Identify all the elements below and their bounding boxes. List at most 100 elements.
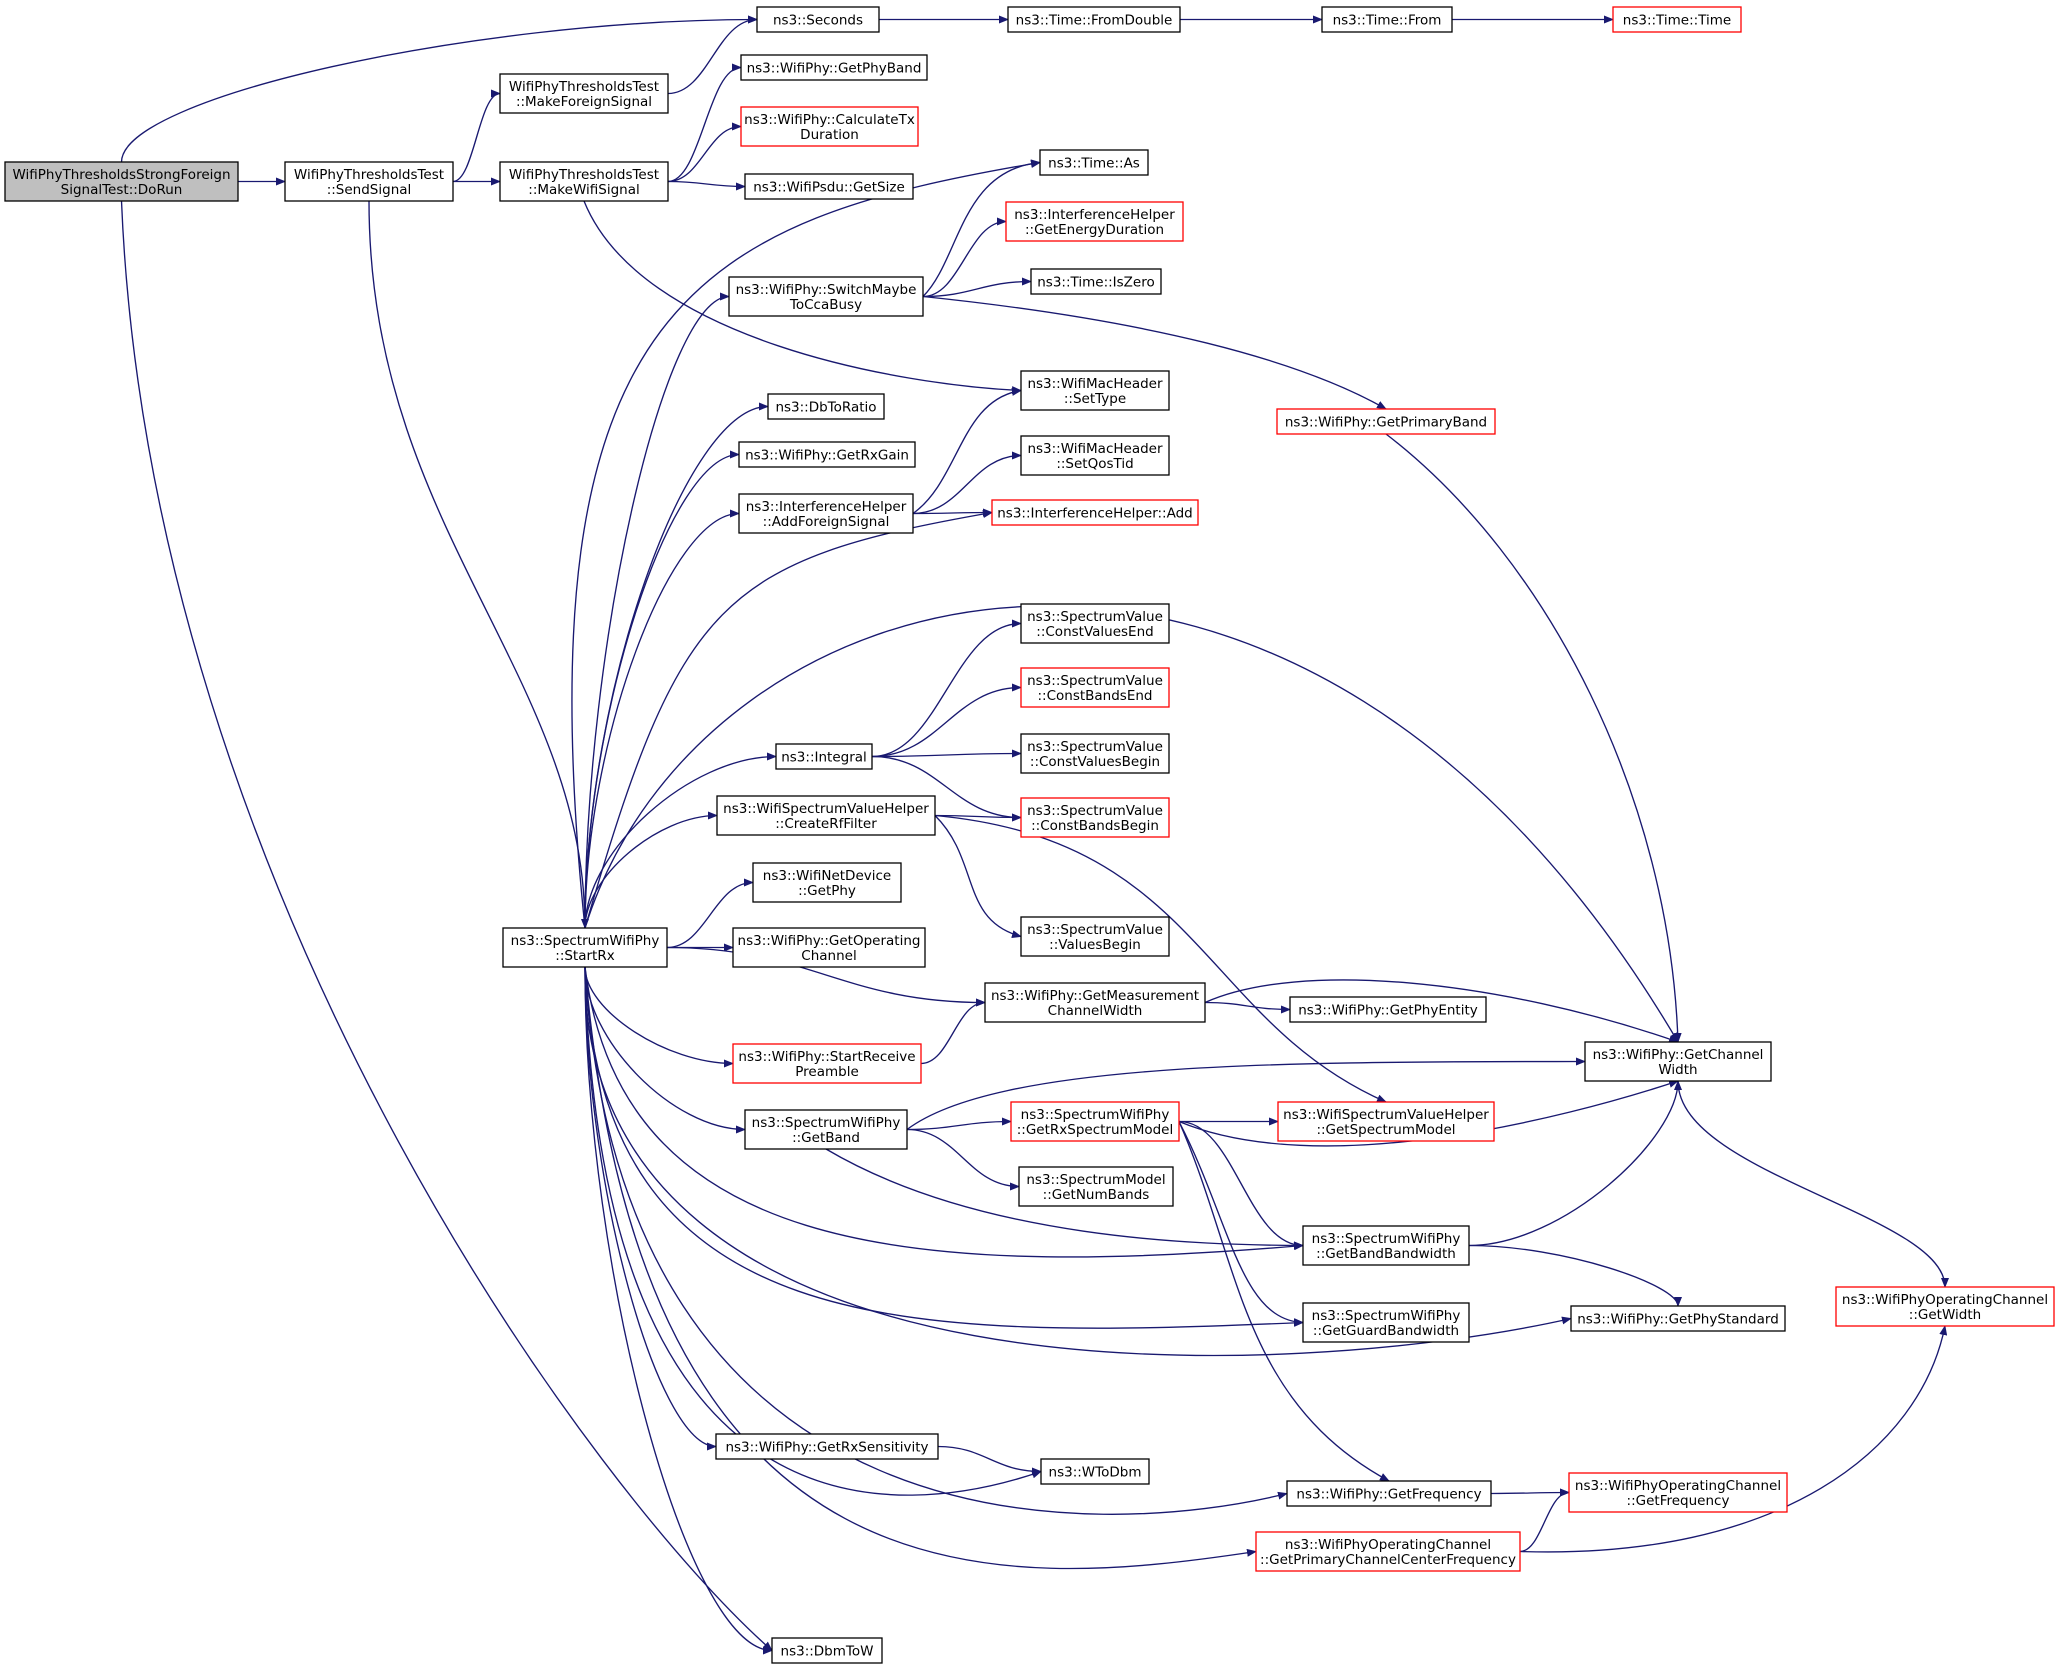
node-bandBw[interactable]: ns3::SpectrumWifiPhy::GetBandBandwidth xyxy=(1302,1225,1470,1266)
node-startRx[interactable]: ns3::SpectrumWifiPhy::StartRx xyxy=(502,927,668,968)
node-getEnergyDur[interactable]: ns3::InterferenceHelper::GetEnergyDurati… xyxy=(1005,201,1184,242)
edge-measWidth-to-phyEntity xyxy=(1204,1001,1291,1014)
node-label: Duration xyxy=(800,127,859,143)
node-setQos[interactable]: ns3::WifiMacHeader::SetQosTid xyxy=(1020,435,1170,476)
node-wToDbm[interactable]: ns3::WToDbm xyxy=(1040,1458,1150,1485)
node-label: ns3::WifiSpectrumValueHelper xyxy=(1283,1107,1489,1123)
node-opWidth[interactable]: ns3::WifiPhyOperatingChannel::GetWidth xyxy=(1835,1286,2055,1327)
node-opFreq[interactable]: ns3::WifiPhyOperatingChannel::GetFrequen… xyxy=(1568,1472,1788,1513)
edge-startRx-to-rxSens xyxy=(584,966,717,1451)
node-numBands[interactable]: ns3::SpectrumModel::GetNumBands xyxy=(1018,1166,1174,1207)
node-label: ::MakeForeignSignal xyxy=(516,94,652,110)
node-seconds[interactable]: ns3::Seconds xyxy=(756,6,880,33)
node-cbBegin[interactable]: ns3::SpectrumValue::ConstBandsBegin xyxy=(1020,797,1170,838)
edge-getBand-to-rxSpecModel xyxy=(906,1117,1012,1131)
edge-makeWifi-to-getPhyBand xyxy=(667,63,742,183)
node-label: ns3::WifiMacHeader xyxy=(1027,376,1163,392)
node-label: ns3::Seconds xyxy=(773,13,863,29)
node-phyEntity[interactable]: ns3::WifiPhy::GetPhyEntity xyxy=(1289,996,1487,1023)
node-guardBw[interactable]: ns3::SpectrumWifiPhy::GetGuardBandwidth xyxy=(1302,1302,1470,1343)
node-rxSens[interactable]: ns3::WifiPhy::GetRxSensitivity xyxy=(715,1433,939,1460)
node-label: WifiPhyThresholdsTest xyxy=(294,167,444,183)
node-addForeign[interactable]: ns3::InterferenceHelper::AddForeignSigna… xyxy=(738,493,914,534)
node-getSpecModel[interactable]: ns3::WifiSpectrumValueHelper::GetSpectru… xyxy=(1277,1101,1495,1142)
node-rxGain[interactable]: ns3::WifiPhy::GetRxGain xyxy=(738,441,916,468)
edge-startRx-to-measWidth xyxy=(666,946,986,1007)
node-getFreq[interactable]: ns3::WifiPhy::GetFrequency xyxy=(1286,1480,1492,1507)
edge-addForeign-to-setQos xyxy=(912,451,1022,515)
node-timeFrom[interactable]: ns3::Time::From xyxy=(1321,6,1453,33)
node-label: ns3::WifiPhy::GetPrimaryBand xyxy=(1285,415,1487,431)
node-label: Preamble xyxy=(795,1064,859,1080)
node-label: ToCcaBusy xyxy=(789,297,862,313)
node-label: ns3::SpectrumWifiPhy xyxy=(1021,1107,1170,1123)
node-getPhyBand[interactable]: ns3::WifiPhy::GetPhyBand xyxy=(740,54,928,81)
node-label: ns3::WifiSpectrumValueHelper xyxy=(723,801,929,817)
node-label: ChannelWidth xyxy=(1048,1003,1143,1019)
node-isZero[interactable]: ns3::Time::IsZero xyxy=(1030,268,1162,295)
node-phyStd[interactable]: ns3::WifiPhy::GetPhyStandard xyxy=(1570,1305,1786,1332)
node-label: ns3::SpectrumWifiPhy xyxy=(1312,1308,1461,1324)
edge-getBand-to-numBands xyxy=(906,1128,1020,1191)
edge-bandBw-to-phyStd xyxy=(1468,1244,1682,1307)
edge-integral-to-cvEnd xyxy=(871,619,1022,758)
node-label: ns3::SpectrumModel xyxy=(1026,1172,1165,1188)
edge-primaryBand-to-chanWidth xyxy=(1385,433,1682,1043)
node-label: ::SendSignal xyxy=(327,182,412,198)
node-cbEnd[interactable]: ns3::SpectrumValue::ConstBandsEnd xyxy=(1020,667,1170,708)
edge-integral-to-cbEnd xyxy=(871,683,1022,758)
node-ihAdd[interactable]: ns3::InterferenceHelper::Add xyxy=(991,499,1199,526)
node-label: ns3::Time::From xyxy=(1333,13,1442,29)
edge-switchCca-to-getEnergyDur xyxy=(922,217,1007,298)
node-timeTime[interactable]: ns3::Time::Time xyxy=(1612,6,1742,33)
node-valBegin[interactable]: ns3::SpectrumValue::ValuesBegin xyxy=(1020,916,1170,957)
edge-startRx-to-rfFilter xyxy=(584,811,718,929)
node-cvEnd[interactable]: ns3::SpectrumValue::ConstValuesEnd xyxy=(1020,603,1170,644)
edge-getBand-to-bandBw xyxy=(825,1148,1304,1250)
edge-startRx-to-phyStd xyxy=(584,966,1572,1357)
node-label: ns3::SpectrumWifiPhy xyxy=(752,1115,901,1131)
edge-measWidth-to-chanWidth xyxy=(1204,979,1679,1043)
edge-bandBw-to-chanWidth xyxy=(1468,1080,1682,1247)
node-dbToRatio[interactable]: ns3::DbToRatio xyxy=(767,393,885,420)
node-label: ::ConstValuesEnd xyxy=(1036,624,1153,640)
node-label: ns3::WifiPhy::GetPhyBand xyxy=(747,61,922,77)
node-sendSignal[interactable]: WifiPhyThresholdsTest::SendSignal xyxy=(284,161,454,202)
node-makeWifi[interactable]: WifiPhyThresholdsTest::MakeWifiSignal xyxy=(499,161,669,202)
node-integral[interactable]: ns3::Integral xyxy=(775,743,873,770)
node-label: ns3::WifiMacHeader xyxy=(1027,441,1163,457)
node-label: ::GetGuardBandwidth xyxy=(1313,1323,1459,1339)
node-fromDouble[interactable]: ns3::Time::FromDouble xyxy=(1007,6,1181,33)
node-cvBegin[interactable]: ns3::SpectrumValue::ConstValuesBegin xyxy=(1020,733,1170,774)
edge-startRx-to-dbmToW xyxy=(584,966,773,1655)
edge-makeForeign-to-seconds xyxy=(667,15,758,95)
node-timeAs[interactable]: ns3::Time::As xyxy=(1039,149,1149,176)
node-rfFilter[interactable]: ns3::WifiSpectrumValueHelper::CreateRfFi… xyxy=(716,795,936,836)
node-label: ::ConstBandsEnd xyxy=(1037,688,1152,704)
node-makeForeign[interactable]: WifiPhyThresholdsTest::MakeForeignSignal xyxy=(499,73,669,114)
node-dbmToW[interactable]: ns3::DbmToW xyxy=(771,1637,883,1664)
node-rxSpecModel[interactable]: ns3::SpectrumWifiPhy::GetRxSpectrumModel xyxy=(1010,1101,1180,1142)
edge-startRx-to-dbToRatio xyxy=(584,402,769,929)
node-getBand[interactable]: ns3::SpectrumWifiPhy::GetBand xyxy=(744,1109,908,1150)
node-primaryBand[interactable]: ns3::WifiPhy::GetPrimaryBand xyxy=(1276,408,1496,435)
node-label: ::CreateRfFilter xyxy=(775,816,877,832)
node-netGetPhy[interactable]: ns3::WifiNetDevice::GetPhy xyxy=(752,862,902,903)
edge-integral-to-cvBegin xyxy=(871,749,1022,758)
node-label: Width xyxy=(1658,1062,1697,1078)
edge-primCenter-to-opWidth xyxy=(1519,1325,1948,1553)
node-primCenter[interactable]: ns3::WifiPhyOperatingChannel::GetPrimary… xyxy=(1255,1531,1521,1572)
node-root[interactable]: WifiPhyThresholdsStrongForeignSignalTest… xyxy=(4,161,239,202)
node-label: ::GetSpectrumModel xyxy=(1316,1122,1455,1138)
node-label: ns3::SpectrumValue xyxy=(1027,609,1163,625)
node-label: ns3::InterferenceHelper xyxy=(1014,207,1175,223)
node-psduSize[interactable]: ns3::WifiPsdu::GetSize xyxy=(744,173,914,200)
node-setType[interactable]: ns3::WifiMacHeader::SetType xyxy=(1020,370,1170,411)
node-label: ns3::Time::IsZero xyxy=(1037,275,1155,291)
